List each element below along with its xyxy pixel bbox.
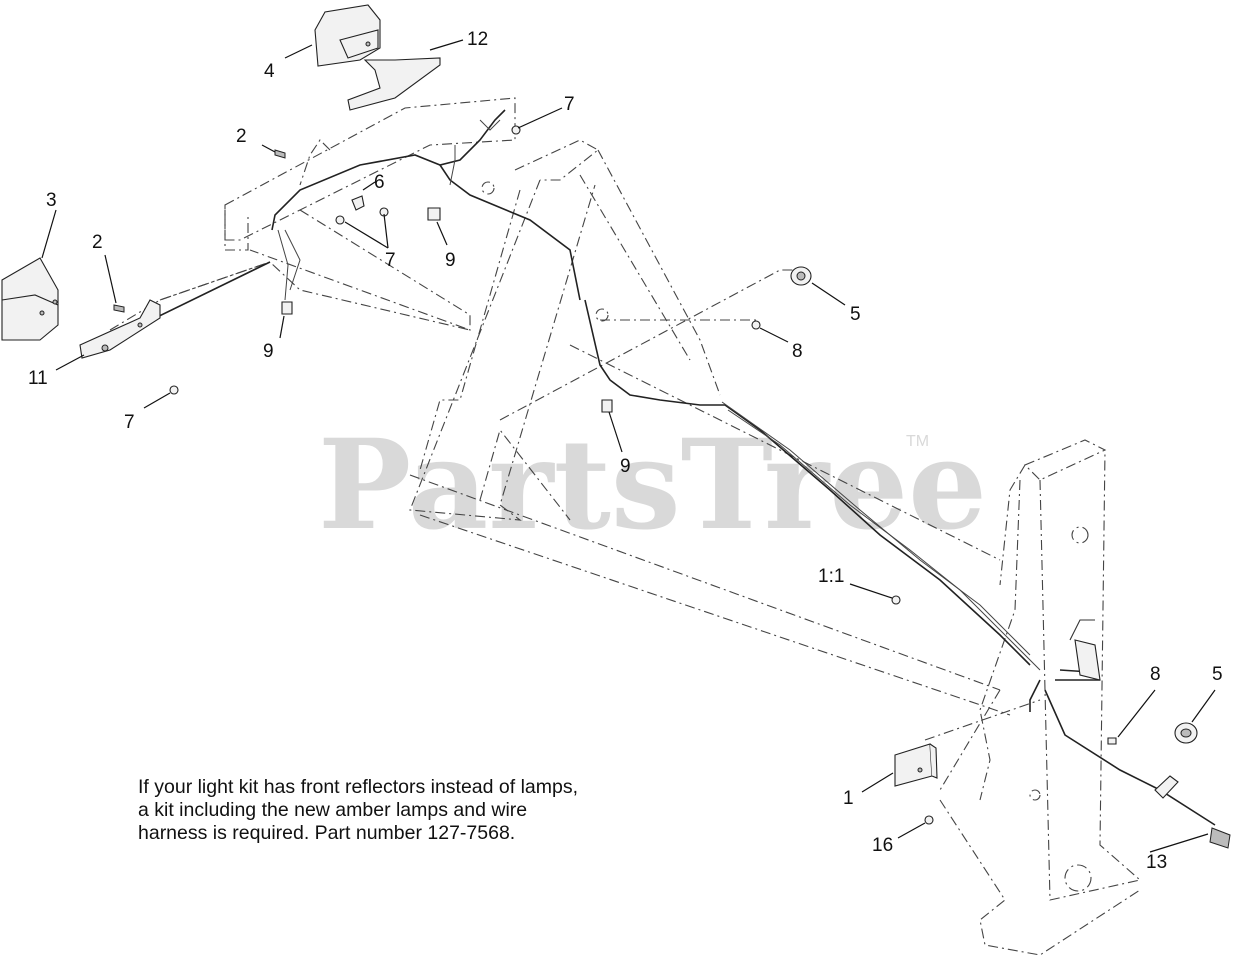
callout-8-top: 8 — [792, 341, 803, 362]
kit-note: If your light kit has front reflectors i… — [138, 776, 658, 845]
callout-9-mid: 9 — [445, 250, 456, 271]
screw-2b — [274, 149, 286, 159]
callout-13: 13 — [1146, 852, 1167, 873]
callout-5-right: 5 — [1212, 664, 1223, 685]
wire-harness — [109, 109, 1216, 826]
screw-2a — [113, 304, 125, 313]
side-lamp-3 — [1, 257, 59, 341]
grommet-5a — [790, 266, 812, 286]
watermark-text: PartsTree — [318, 413, 987, 558]
grommet-5b — [1174, 722, 1198, 744]
clip-9c — [601, 399, 613, 413]
callout-1: 1 — [843, 788, 854, 809]
watermark-trademark: TM — [906, 433, 929, 450]
nut-16 — [924, 815, 934, 825]
screw-8b — [1107, 737, 1117, 745]
rear-lamp-4 — [314, 4, 381, 67]
callout-16: 16 — [872, 835, 893, 856]
callout-7-top: 7 — [564, 94, 575, 115]
callout-9-center: 9 — [620, 456, 631, 477]
front-lamp-1 — [894, 743, 938, 787]
callout-7-mid: 7 — [385, 250, 396, 271]
callout-11: 11 — [28, 368, 48, 389]
kit-note-line-1: If your light kit has front reflectors i… — [138, 776, 579, 798]
clip-9b — [427, 207, 441, 221]
nut-7a — [169, 385, 179, 395]
callout-2-left: 2 — [92, 232, 103, 253]
screw-1-1 — [891, 595, 901, 605]
callout-12: 12 — [467, 29, 488, 50]
callout-labels: 4 12 7 2 6 7 9 3 2 9 11 7 5 8 9 1:1 8 5 … — [28, 29, 1223, 873]
callout-4: 4 — [264, 61, 275, 82]
nut-7b — [335, 215, 345, 225]
callout-7-bottom: 7 — [124, 412, 135, 433]
callout-2-top: 2 — [236, 126, 247, 147]
kit-note-line-3: harness is required. Part number 127-756… — [138, 822, 516, 844]
leader-lines — [41, 39, 1216, 853]
lamp-bracket-11 — [79, 299, 161, 359]
callout-1-1: 1:1 — [818, 566, 844, 587]
clip-9a — [281, 301, 293, 315]
callout-5-top: 5 — [850, 304, 861, 325]
clamp-6 — [351, 195, 365, 211]
kit-note-line-2: a kit including the new amber lamps and … — [138, 799, 528, 821]
callout-9-left: 9 — [263, 341, 274, 362]
callout-8-right: 8 — [1150, 664, 1161, 685]
callout-6: 6 — [374, 172, 385, 193]
screw-8a — [751, 320, 761, 330]
frame-side-lamp — [1069, 619, 1101, 681]
lamp-bracket-12 — [347, 57, 441, 111]
tractor-frame — [109, 97, 1142, 956]
harness-connector-13 — [1154, 775, 1231, 849]
callout-3: 3 — [46, 190, 57, 211]
